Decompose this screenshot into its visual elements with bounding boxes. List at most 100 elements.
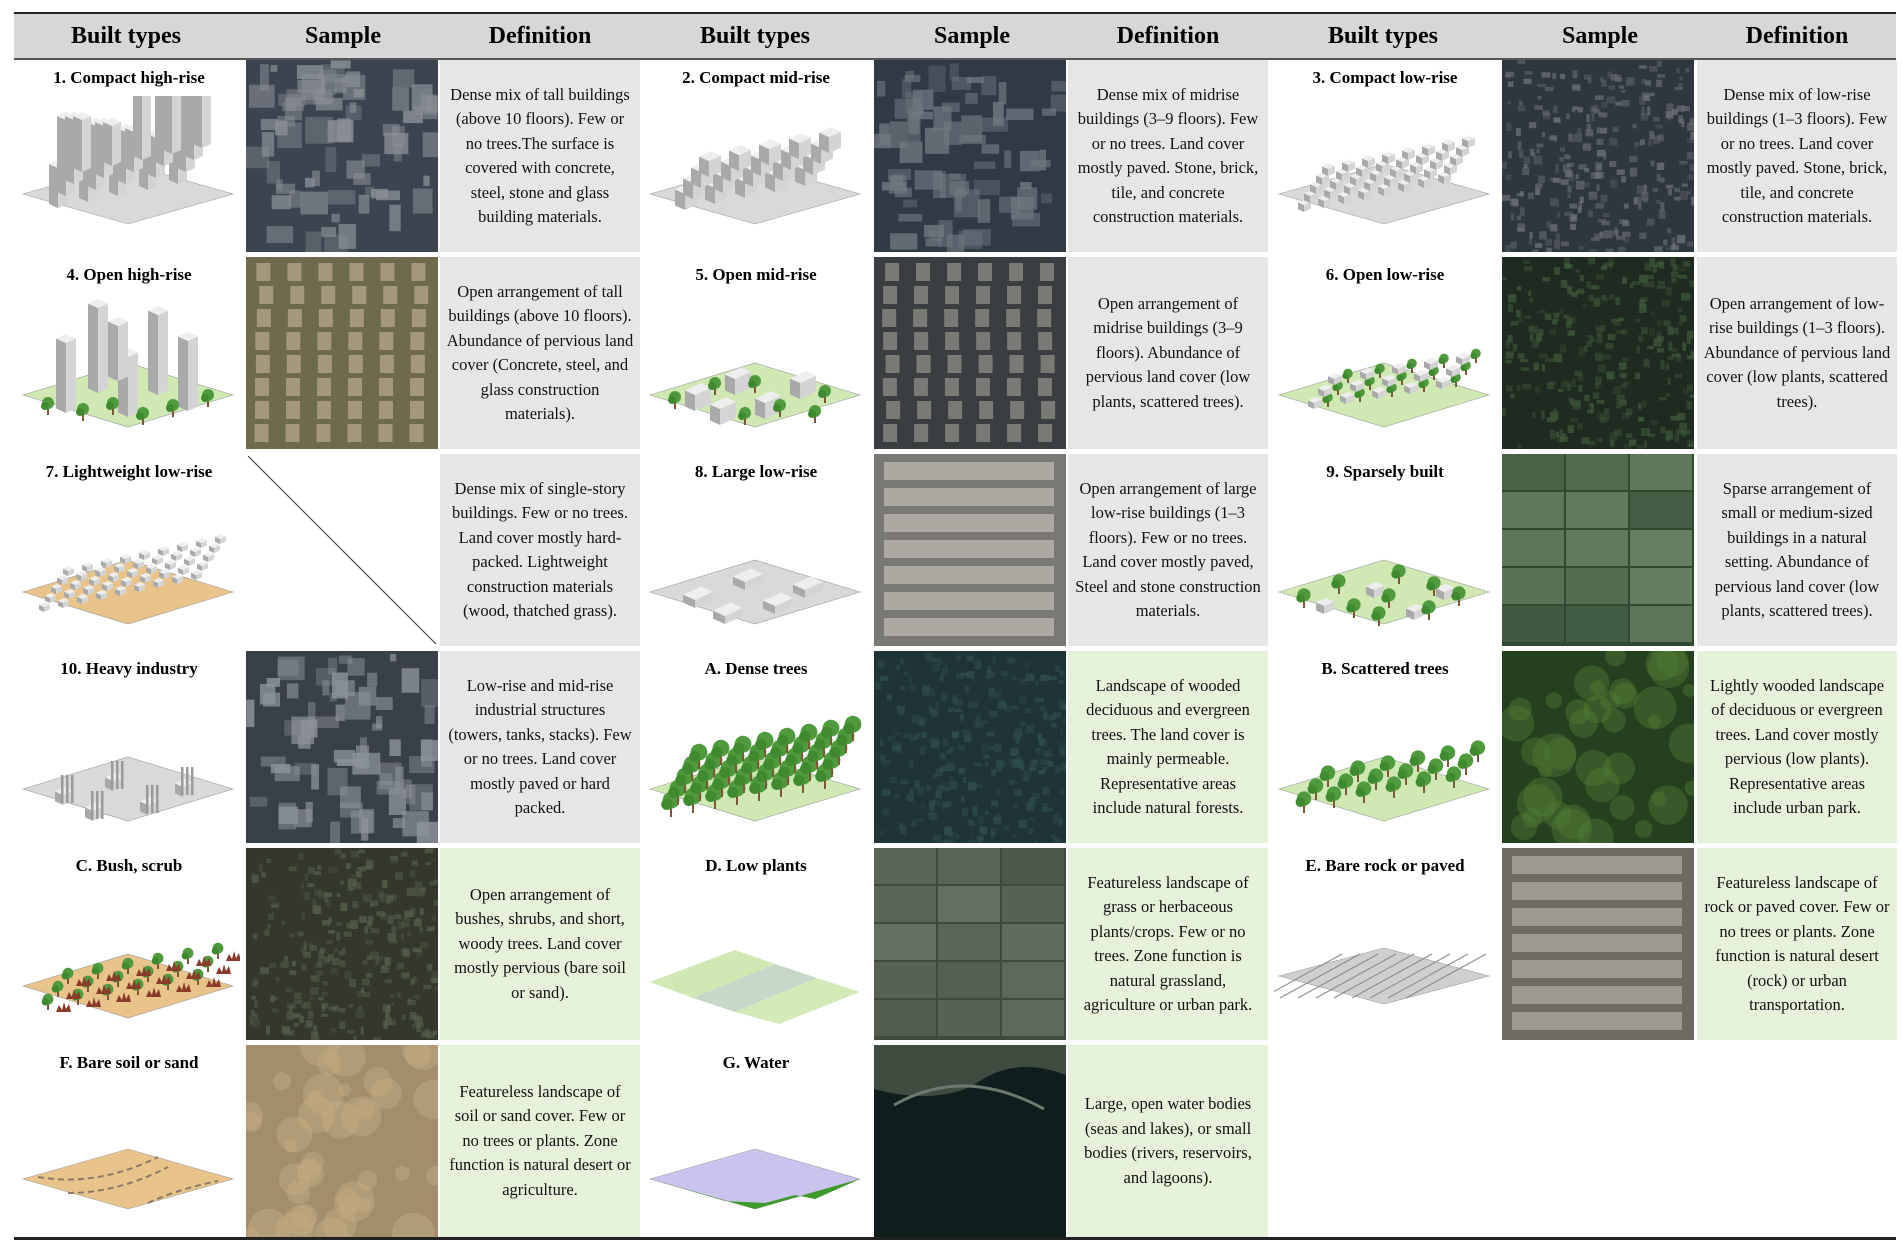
definition-text: Lightly wooded landscape of deciduous or…: [1709, 675, 1885, 818]
type-label: 5. Open mid-rise: [695, 265, 817, 284]
definition-open-low-rise: Open arrangement of low-rise buildings (…: [1697, 257, 1897, 449]
sample-image-water: [874, 1045, 1066, 1237]
column-header-built-types: Built types: [1327, 22, 1438, 49]
definition-open-high-rise: Open arrangement of tall buildings (abov…: [440, 257, 640, 449]
type-label: 4. Open high-rise: [66, 265, 192, 284]
column-header-sample: Sample: [933, 22, 1010, 49]
column-header-built-types: Built types: [70, 22, 181, 49]
definition-text: Large, open water bodies (seas and lakes…: [1084, 1094, 1252, 1187]
definition-compact-low-rise: Dense mix of low-rise buildings (1–3 flo…: [1697, 60, 1897, 252]
definition-text: Featureless landscape of grass or herbac…: [1083, 872, 1253, 1015]
type-label: A. Dense trees: [704, 659, 808, 678]
definition-bare-rock-or-paved: Featureless landscape of rock or paved c…: [1697, 848, 1897, 1040]
open-mid-rise-icon: [648, 362, 862, 428]
type-cell-dense-trees: A. Dense trees: [641, 651, 871, 843]
open-high-rise-icon: [21, 299, 235, 428]
definition-low-plants: Featureless landscape of grass or herbac…: [1068, 848, 1268, 1040]
table-bottom-rule: [14, 1237, 1896, 1240]
sample-image-scattered-trees: [1502, 651, 1694, 843]
definition-water: Large, open water bodies (seas and lakes…: [1068, 1045, 1268, 1237]
definition-text: Open arrangement of bushes, shrubs, and …: [454, 884, 626, 1002]
compact-low-rise-icon: [1277, 135, 1491, 225]
type-cell-compact-low-rise: 3. Compact low-rise: [1270, 60, 1500, 252]
column-header-definition: Definition: [1745, 22, 1849, 49]
definition-sparsely-built: Sparse arrangement of small or medium-si…: [1697, 454, 1897, 646]
sample-image-bush-scrub: [246, 848, 438, 1040]
column-header-built-types: Built types: [699, 22, 810, 49]
type-label: B. Scattered trees: [1321, 659, 1449, 678]
definition-lightweight-low-rise: Dense mix of single-story buildings. Few…: [440, 454, 640, 646]
type-cell-open-low-rise: 6. Open low-rise: [1270, 257, 1500, 449]
type-cell-heavy-industry: 10. Heavy industry: [14, 651, 244, 843]
type-cell-lightweight-low-rise: 7. Lightweight low-rise: [14, 454, 244, 646]
definition-text: Open arrangement of tall buildings (abov…: [446, 281, 634, 424]
large-low-rise-icon: [648, 559, 862, 625]
sample-image-low-plants: [874, 848, 1066, 1040]
type-label: 2. Compact mid-rise: [682, 68, 830, 87]
type-cell-sparsely-built: 9. Sparsely built: [1270, 454, 1500, 646]
definition-large-low-rise: Open arrangement of large low-rise build…: [1068, 454, 1268, 646]
type-label: 3. Compact low-rise: [1312, 68, 1458, 87]
sample-image-heavy-industry: [246, 651, 438, 843]
sample-image-compact-low-rise: [1502, 60, 1694, 252]
sample-image-bare-rock-or-paved: [1502, 848, 1694, 1040]
column-header-sample: Sample: [1561, 22, 1638, 49]
type-cell-bare-soil-or-sand: F. Bare soil or sand: [14, 1045, 244, 1237]
dense-trees-icon: [648, 715, 862, 822]
empty-sample-cell: [246, 454, 438, 646]
type-cell-compact-mid-rise: 2. Compact mid-rise: [641, 60, 871, 252]
definition-text: Featureless landscape of rock or paved c…: [1704, 872, 1890, 1015]
definition-open-mid-rise: Open arrangement of midrise buildings (3…: [1068, 257, 1268, 449]
sample-image-open-low-rise: [1502, 257, 1694, 449]
table-top-rule: [14, 12, 1896, 14]
definition-text: Sparse arrangement of small or medium-si…: [1714, 478, 1880, 621]
compact-mid-rise-icon: [648, 127, 862, 225]
scattered-trees-icon: [1277, 740, 1491, 822]
sample-image-sparsely-built: [1502, 454, 1694, 646]
type-label: 1. Compact high-rise: [53, 68, 205, 87]
type-label: 6. Open low-rise: [1325, 265, 1445, 284]
definition-dense-trees: Landscape of wooded deciduous and evergr…: [1068, 651, 1268, 843]
bush-scrub-icon: [21, 942, 240, 1019]
type-cell-large-low-rise: 8. Large low-rise: [641, 454, 871, 646]
definition-compact-high-rise: Dense mix of tall buildings (above 10 fl…: [440, 60, 640, 252]
type-label: G. Water: [722, 1053, 790, 1072]
type-cell-bush-scrub: C. Bush, scrub: [14, 848, 244, 1040]
type-label: 10. Heavy industry: [60, 659, 198, 678]
open-low-rise-icon: [1277, 348, 1491, 428]
definition-text: Dense mix of single-story buildings. Few…: [452, 478, 628, 621]
type-cell-scattered-trees: B. Scattered trees: [1270, 651, 1500, 843]
type-cell-water: G. Water: [641, 1045, 871, 1237]
sample-image-large-low-rise: [874, 454, 1066, 646]
bare-soil-sand-icon: [21, 1148, 235, 1210]
column-header-definition: Definition: [1116, 22, 1220, 49]
type-label: C. Bush, scrub: [75, 856, 183, 875]
type-label: 7. Lightweight low-rise: [45, 462, 213, 481]
heavy-industry-icon: [21, 756, 235, 822]
type-label: E. Bare rock or paved: [1305, 856, 1465, 875]
low-plants-icon: [650, 950, 860, 1024]
type-cell-bare-rock-or-paved: E. Bare rock or paved: [1270, 848, 1500, 1040]
water-icon: [648, 1148, 862, 1210]
definition-bush-scrub: Open arrangement of bushes, shrubs, and …: [440, 848, 640, 1040]
type-label: F. Bare soil or sand: [59, 1053, 199, 1072]
type-label: 9. Sparsely built: [1326, 462, 1444, 481]
sample-image-open-high-rise: [246, 257, 438, 449]
sample-image-compact-high-rise: [246, 60, 438, 252]
type-cell-open-high-rise: 4. Open high-rise: [14, 257, 244, 449]
definition-text: Open arrangement of large low-rise build…: [1075, 478, 1261, 621]
sample-image-open-mid-rise: [874, 257, 1066, 449]
definition-heavy-industry: Low-rise and mid-rise industrial structu…: [440, 651, 640, 843]
header-row: [14, 14, 1896, 60]
definition-text: Landscape of wooded deciduous and evergr…: [1086, 675, 1250, 818]
lightweight-low-rise-icon: [21, 534, 235, 625]
column-header-definition: Definition: [488, 22, 592, 49]
sample-image-bare-soil-or-sand: [246, 1045, 438, 1237]
sparsely-built-icon: [1277, 559, 1491, 626]
type-cell-open-mid-rise: 5. Open mid-rise: [641, 257, 871, 449]
definition-text: Featureless landscape of soil or sand co…: [449, 1081, 631, 1199]
definition-compact-mid-rise: Dense mix of midrise buildings (3–9 floo…: [1068, 60, 1268, 252]
sample-image-compact-mid-rise: [874, 60, 1066, 252]
definition-text: Low-rise and mid-rise industrial structu…: [448, 675, 632, 818]
type-cell-low-plants: D. Low plants: [641, 848, 871, 1040]
